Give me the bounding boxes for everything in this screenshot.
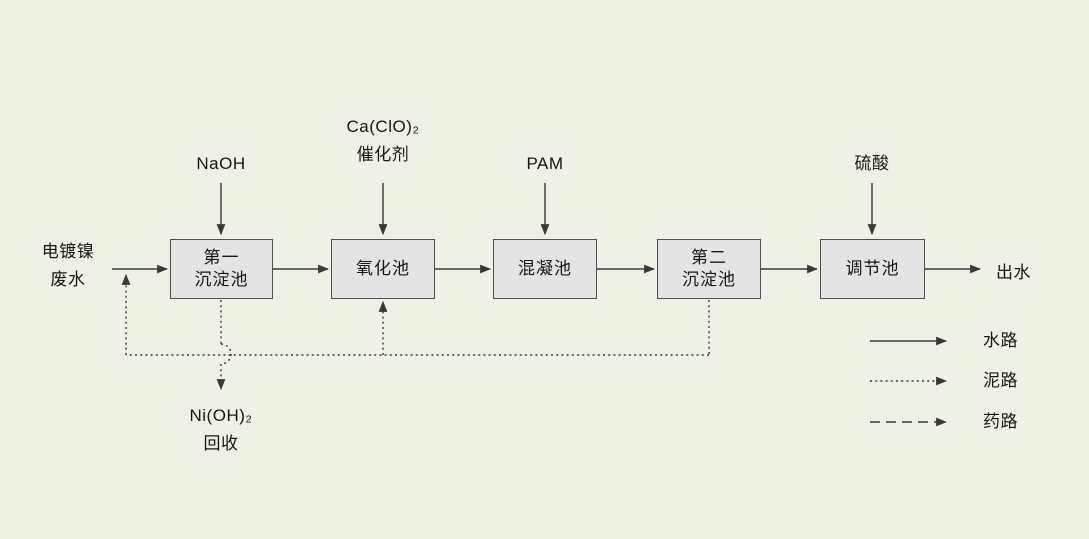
box-label-line: 沉淀池	[682, 270, 736, 289]
outlet-label-text: 出水	[996, 263, 1031, 282]
dosing-label-text: PAM	[526, 154, 564, 173]
legend-label-text: 药路	[983, 412, 1018, 431]
box-first-sedimentation-tank: 第一 沉淀池	[170, 239, 273, 299]
dosing-label-text: Ca(ClO)₂	[346, 117, 420, 136]
dosing-label-naoh: NaOH	[171, 150, 271, 178]
box-label-line: 第一	[203, 247, 240, 267]
box-second-sedimentation-tank: 第二 沉淀池	[657, 239, 761, 299]
dosing-label-text: 催化剂	[356, 145, 410, 165]
outlet-label: 出水	[996, 259, 1056, 287]
box-regulation-tank: 调节池	[820, 239, 925, 299]
legend-label-text: 泥路	[983, 371, 1018, 390]
recovery-label: Ni(OH)₂ 回收	[146, 402, 296, 458]
inlet-label: 电镀镍 废水	[18, 238, 118, 294]
box-label-line: 沉淀池	[194, 270, 249, 289]
box-label-line: 混凝池	[518, 258, 572, 278]
legend-label-sludge: 泥路	[983, 367, 1043, 395]
dosing-label-text: 硫酸	[854, 154, 890, 173]
sludge-line-crossover-hop	[220, 343, 232, 365]
box-label-line: 第二	[691, 247, 727, 267]
dosing-label-pam: PAM	[495, 150, 595, 178]
inlet-label-line2: 废水	[50, 270, 86, 290]
box-coagulation-tank: 混凝池	[493, 239, 597, 299]
box-oxidation-tank: 氧化池	[331, 239, 435, 299]
legend-label-chemical: 药路	[983, 408, 1043, 436]
legend-label-text: 水路	[983, 331, 1018, 350]
dosing-label-sulfuric-acid: 硫酸	[822, 150, 922, 178]
recovery-label-line1: Ni(OH)₂	[189, 406, 253, 425]
dosing-label-text: NaOH	[196, 154, 246, 173]
box-label-line: 调节池	[845, 258, 900, 278]
dosing-label-caclo2: Ca(ClO)₂ 催化剂	[313, 113, 453, 169]
inlet-label-line1: 电镀镍	[41, 242, 95, 261]
legend-label-water: 水路	[983, 327, 1043, 355]
recovery-label-line2: 回收	[203, 434, 239, 454]
box-label-line: 氧化池	[356, 258, 410, 278]
